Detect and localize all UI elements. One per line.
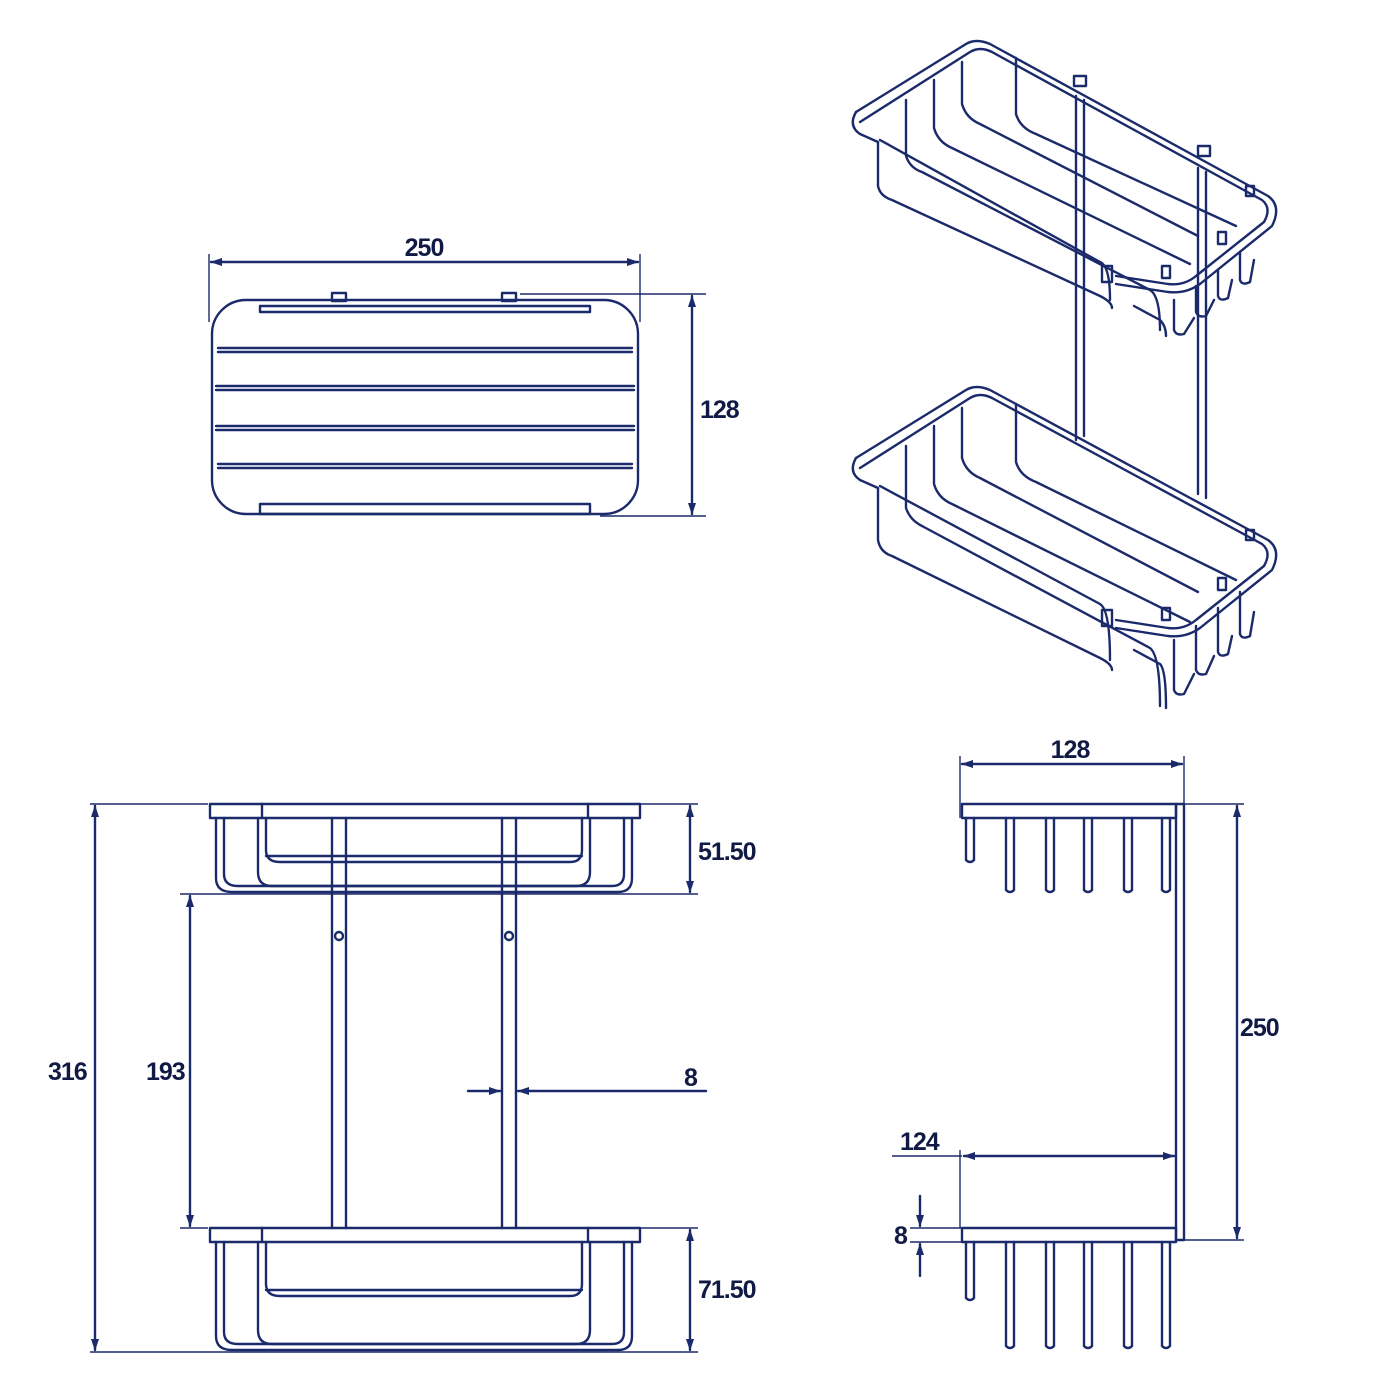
- dim-front-gap: 193: [146, 1058, 185, 1086]
- iso-lower-basket: [851, 385, 1278, 710]
- dim-side-shelf-thickness: 8: [894, 1222, 908, 1250]
- dim-side-height: 250: [1240, 1014, 1279, 1042]
- side-view: 128 250 124 8: [892, 736, 1280, 1350]
- dim-front-bottom-basket: 71.50: [698, 1276, 756, 1304]
- top-view: 250 128: [208, 234, 741, 517]
- front-view: 316 193 51.50 71.50 8: [48, 802, 757, 1353]
- iso-upper-basket: [851, 39, 1278, 338]
- dim-front-rod: 8: [684, 1064, 698, 1092]
- dim-top-depth: 128: [700, 396, 740, 424]
- dim-front-total-height: 316: [48, 1058, 87, 1086]
- dim-top-width: 250: [405, 234, 444, 262]
- isometric-view: [851, 39, 1278, 710]
- iso-support-rods: [1072, 74, 1212, 500]
- dim-side-inner-depth: 124: [900, 1128, 940, 1156]
- dim-front-top-basket: 51.50: [698, 838, 756, 866]
- dim-side-depth: 128: [1051, 736, 1091, 764]
